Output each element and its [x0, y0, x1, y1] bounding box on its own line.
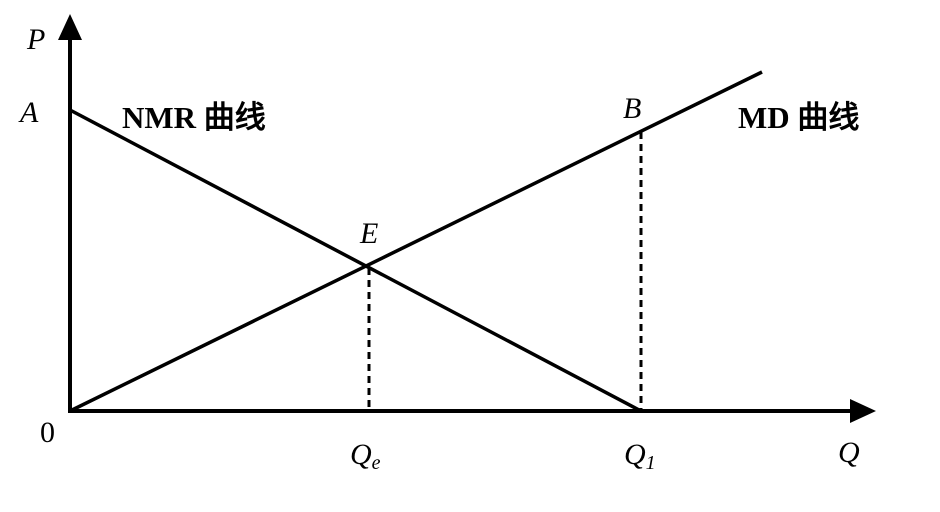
- origin-label: 0: [40, 416, 55, 449]
- y-axis-arrow-icon: [58, 14, 82, 40]
- md-curve-label: MD 曲线: [738, 100, 860, 135]
- qe-main: Q: [350, 438, 372, 471]
- point-b-label: B: [623, 92, 642, 125]
- md-curve: [69, 70, 763, 413]
- x-axis-arrow-icon: [850, 399, 876, 423]
- qe-tick-label: Qe: [350, 438, 381, 474]
- y-axis-label: P: [27, 23, 46, 56]
- nmr-curve: [69, 108, 642, 413]
- q1-main: Q: [624, 438, 646, 471]
- q1-tick-label: Q1: [624, 438, 656, 474]
- point-a-label: A: [20, 96, 39, 129]
- q1-subscript: 1: [645, 452, 656, 474]
- qe-subscript: e: [371, 452, 381, 474]
- x-axis-label: Q: [838, 436, 860, 469]
- point-e-label: E: [360, 217, 379, 250]
- nmr-curve-label: NMR 曲线: [122, 100, 266, 135]
